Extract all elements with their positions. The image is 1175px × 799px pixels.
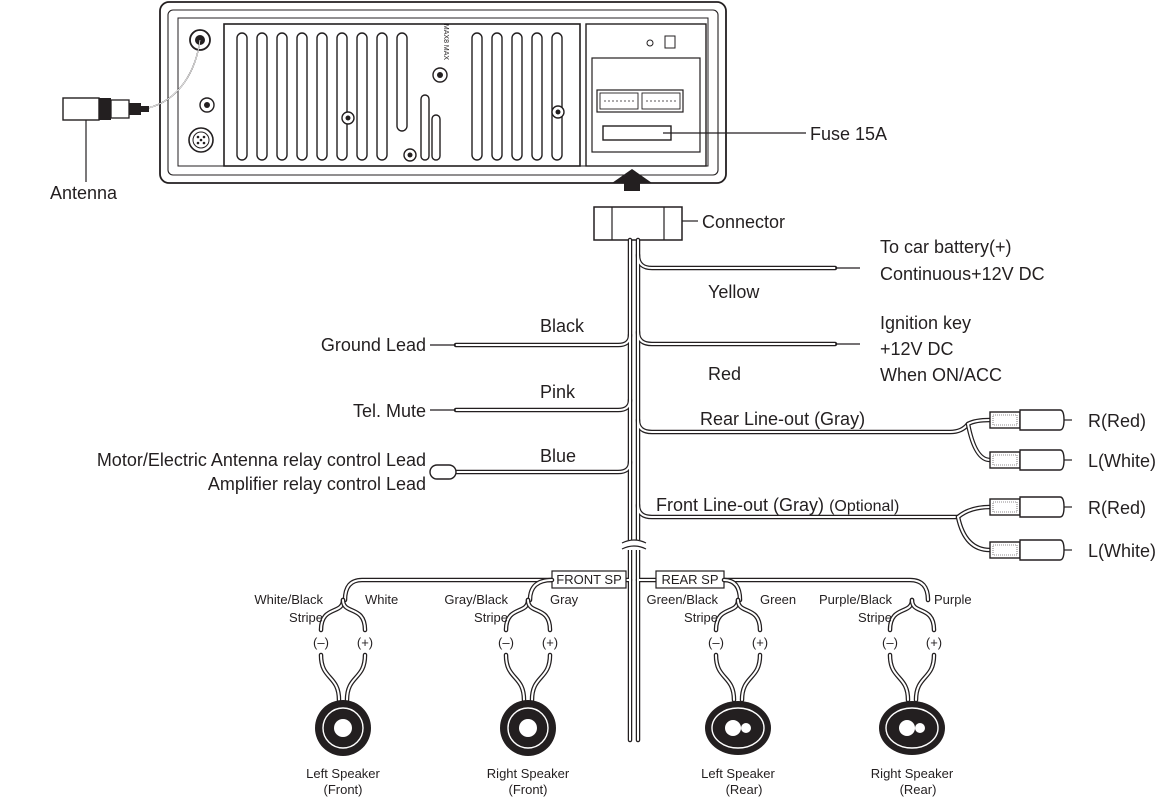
- blue-wire-label: Blue: [540, 446, 576, 466]
- red-wire-label: Red: [708, 364, 741, 384]
- heat-sink-fins: [236, 32, 563, 161]
- head-unit-rear: MAX8 MAX: [159, 1, 727, 191]
- speaker-name-label: Left Speaker: [306, 766, 380, 781]
- front-sp-label: FRONT SP: [556, 572, 622, 587]
- speaker-name-label: Right Speaker: [871, 766, 954, 781]
- negative-terminal-label: (–): [882, 635, 898, 650]
- antenna-label: Antenna: [50, 183, 118, 203]
- neg-wire-stripe-label: Stripe: [289, 610, 323, 625]
- positive-terminal-label: (+): [542, 635, 558, 650]
- harness-arrow: [612, 169, 652, 191]
- battery-lead-label-2: Continuous+12V DC: [880, 264, 1045, 284]
- neg-wire-stripe-label: Stripe: [474, 610, 508, 625]
- neg-wire-color-label: White/Black: [254, 592, 323, 607]
- antenna-relay-label: Motor/Electric Antenna relay control Lea…: [97, 450, 426, 470]
- wire-harness: [342, 237, 971, 743]
- front-l-label: L(White): [1088, 541, 1156, 561]
- speaker-name-label: Left Speaker: [701, 766, 775, 781]
- speaker-position-label: (Rear): [726, 782, 763, 797]
- rear-sp-label: REAR SP: [661, 572, 718, 587]
- neg-wire-color-label: Gray/Black: [444, 592, 508, 607]
- iso-connector-housing: [585, 23, 707, 167]
- antenna-plug: [62, 39, 201, 182]
- speaker-position-label: (Front): [324, 782, 363, 797]
- neg-wire-color-label: Purple/Black: [819, 592, 892, 607]
- negative-terminal-label: (–): [498, 635, 514, 650]
- front-r-label: R(Red): [1088, 498, 1146, 518]
- neg-wire-stripe-label: Stripe: [858, 610, 892, 625]
- ignition-lead-label-3: When ON/ACC: [880, 365, 1002, 385]
- rear-line-out-label: Rear Line-out (Gray): [700, 409, 865, 429]
- unit-badge: MAX8 MAX: [442, 24, 449, 61]
- pos-wire-color-label: White: [365, 592, 398, 607]
- connector-label: Connector: [702, 212, 785, 232]
- fuse-label: Fuse 15A: [810, 124, 887, 144]
- front-line-out-label: Front Line-out (Gray)(Optional): [656, 495, 899, 515]
- pos-wire-color-label: Green: [760, 592, 796, 607]
- ignition-lead-label-2: +12V DC: [880, 339, 954, 359]
- ignition-lead-label-1: Ignition key: [880, 313, 971, 333]
- positive-terminal-label: (+): [357, 635, 373, 650]
- pos-wire-color-label: Gray: [550, 592, 579, 607]
- black-wire-label: Black: [540, 316, 585, 336]
- din-socket: [188, 127, 214, 153]
- front-rca-plugs: [955, 496, 1072, 561]
- speaker-name-label: Right Speaker: [487, 766, 570, 781]
- positive-terminal-label: (+): [926, 635, 942, 650]
- neg-wire-stripe-label: Stripe: [684, 610, 718, 625]
- pos-wire-color-label: Purple: [934, 592, 972, 607]
- wire-break-mark: [621, 539, 647, 550]
- speaker-position-label: (Front): [509, 782, 548, 797]
- battery-lead-label-1: To car battery(+): [880, 237, 1012, 257]
- ground-lead-label: Ground Lead: [321, 335, 426, 355]
- rear-rca-plugs: [965, 409, 1072, 471]
- rear-r-label: R(Red): [1088, 411, 1146, 431]
- tel-mute-label: Tel. Mute: [353, 401, 426, 421]
- rear-l-label: L(White): [1088, 451, 1156, 471]
- harness-connector: [593, 206, 698, 241]
- bare-wire-ends: [429, 267, 860, 480]
- negative-terminal-label: (–): [708, 635, 724, 650]
- speaker-position-label: (Rear): [900, 782, 937, 797]
- neg-wire-color-label: Green/Black: [646, 592, 718, 607]
- positive-terminal-label: (+): [752, 635, 768, 650]
- yellow-wire-label: Yellow: [708, 282, 760, 302]
- negative-terminal-label: (–): [313, 635, 329, 650]
- pink-wire-label: Pink: [540, 382, 576, 402]
- amplifier-relay-label: Amplifier relay control Lead: [208, 474, 426, 494]
